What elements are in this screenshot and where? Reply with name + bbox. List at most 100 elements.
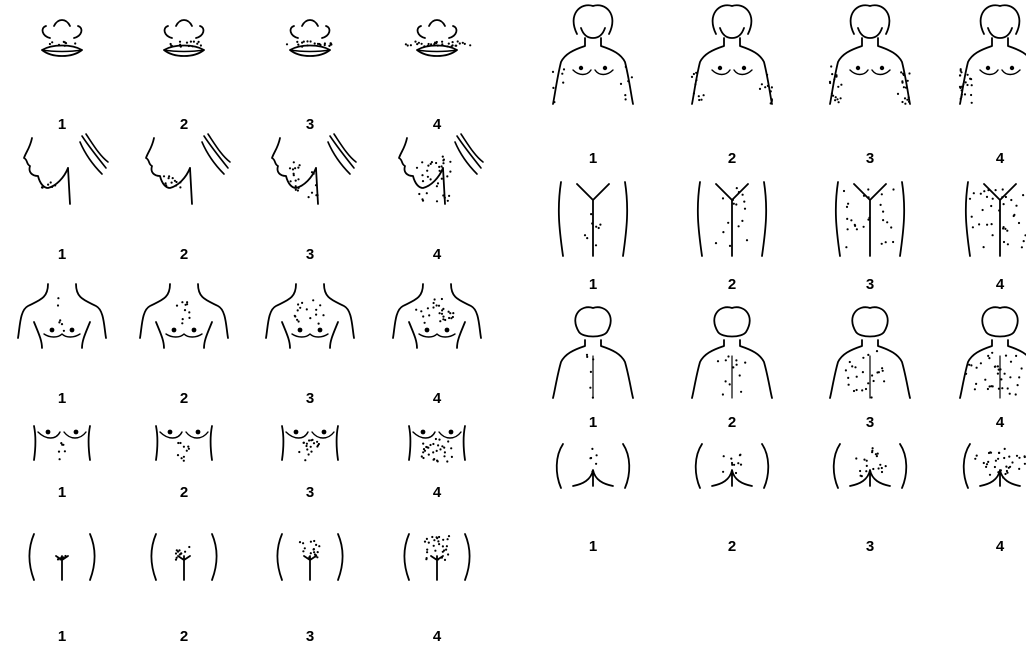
hair-dot [867,219,869,221]
hair-dot [447,538,449,540]
hair-dot [862,371,864,373]
hair-dot [295,185,297,187]
hair-dot [306,443,308,445]
hair-dot [992,198,994,200]
hair-dot [861,389,863,391]
hair-dot [595,463,597,465]
hair-dot [590,213,592,215]
hair-dot [428,454,430,456]
chin-illustration [387,128,487,240]
upper-abdomen-illustration [12,420,112,478]
hair-dot [988,452,990,454]
hair-dot [433,458,435,460]
hair-dot [469,44,471,46]
hair-dot [298,320,300,322]
torso-outline [156,426,212,460]
hair-dot [314,553,316,555]
hair-dot [424,541,426,543]
hair-dot [435,162,437,164]
hair-dot [60,557,62,559]
hair-dot [319,44,321,46]
hair-stipple [416,156,452,203]
hair-dot [908,101,910,103]
hair-dot [961,86,963,88]
hair-dot [997,458,999,460]
hair-dot [422,451,424,453]
hair-dot [177,454,179,456]
hair-dot [61,444,63,446]
hair-dot [698,95,700,97]
hair-dot [885,241,887,243]
score-label: 4 [950,276,1026,294]
nipple [50,328,55,333]
hair-stipple [176,301,191,324]
score-label: 2 [134,390,234,408]
hair-dot [313,173,315,175]
hair-dot [448,195,450,197]
hair-dot [421,455,423,457]
upper-abdomen-illustration [387,420,487,478]
hair-dot [452,44,454,46]
hair-dot [995,189,997,191]
hair-dot [175,552,177,554]
hair-dot [693,92,695,94]
hair-dot [599,224,601,226]
hair-dot [595,244,597,246]
hair-dot [422,457,424,459]
hair-dot [620,83,622,85]
hair-dot [736,187,738,189]
hair-dot [866,460,868,462]
hair-dot [960,68,962,70]
back-outline [960,340,1026,398]
hair-dot [313,442,315,444]
hair-dot [318,545,320,547]
hair-dot [736,364,738,366]
hair-dot [563,68,565,70]
hair-dot [427,176,429,178]
hair-dot [188,448,190,450]
hair-dot [881,367,883,369]
left-upper-lip-figure-1: 1 [12,8,112,136]
hair-dot [444,319,446,321]
hair-dot [184,551,186,553]
hair-dot [188,311,190,313]
hair-dot [183,456,185,458]
hair-dot [1013,215,1015,217]
hair-dot [186,303,188,305]
hair-dot [302,550,304,552]
hair-dot [433,545,435,547]
hair-dot [441,165,443,167]
hair-dot [443,455,445,457]
left-chin-figure-4: 4 [387,128,487,266]
score-label: 3 [260,390,360,408]
upper-arm-illustration [950,4,1026,144]
hair-dot [437,558,439,560]
hair-dot [1004,448,1006,450]
hair-dot [299,307,301,309]
thigh-illustration [820,178,920,274]
left-upper-lip-figure-3: 3 [260,8,360,136]
hair-dot [590,371,592,373]
chest-illustration [134,278,234,380]
hair-dot [1001,387,1003,389]
hair-dot [170,45,172,47]
hair-dot [561,73,563,75]
hair-dot [553,101,555,103]
hair-dot [319,304,321,306]
hair-dot [436,304,438,306]
hair-dot [881,471,883,473]
hair-dot [868,196,870,198]
hair-dot [61,323,63,325]
hair-dot [739,374,741,376]
hair-dot [306,448,308,450]
hair-dot [722,231,724,233]
hair-dot [845,246,847,248]
chest-illustration [387,278,487,380]
hair-dot [434,550,436,552]
breast-line [419,334,455,337]
hair-dot [965,81,967,83]
hair-stipple [57,297,65,332]
hair-dot [437,540,439,542]
score-label: 1 [543,414,643,432]
hair-dot [868,217,870,219]
